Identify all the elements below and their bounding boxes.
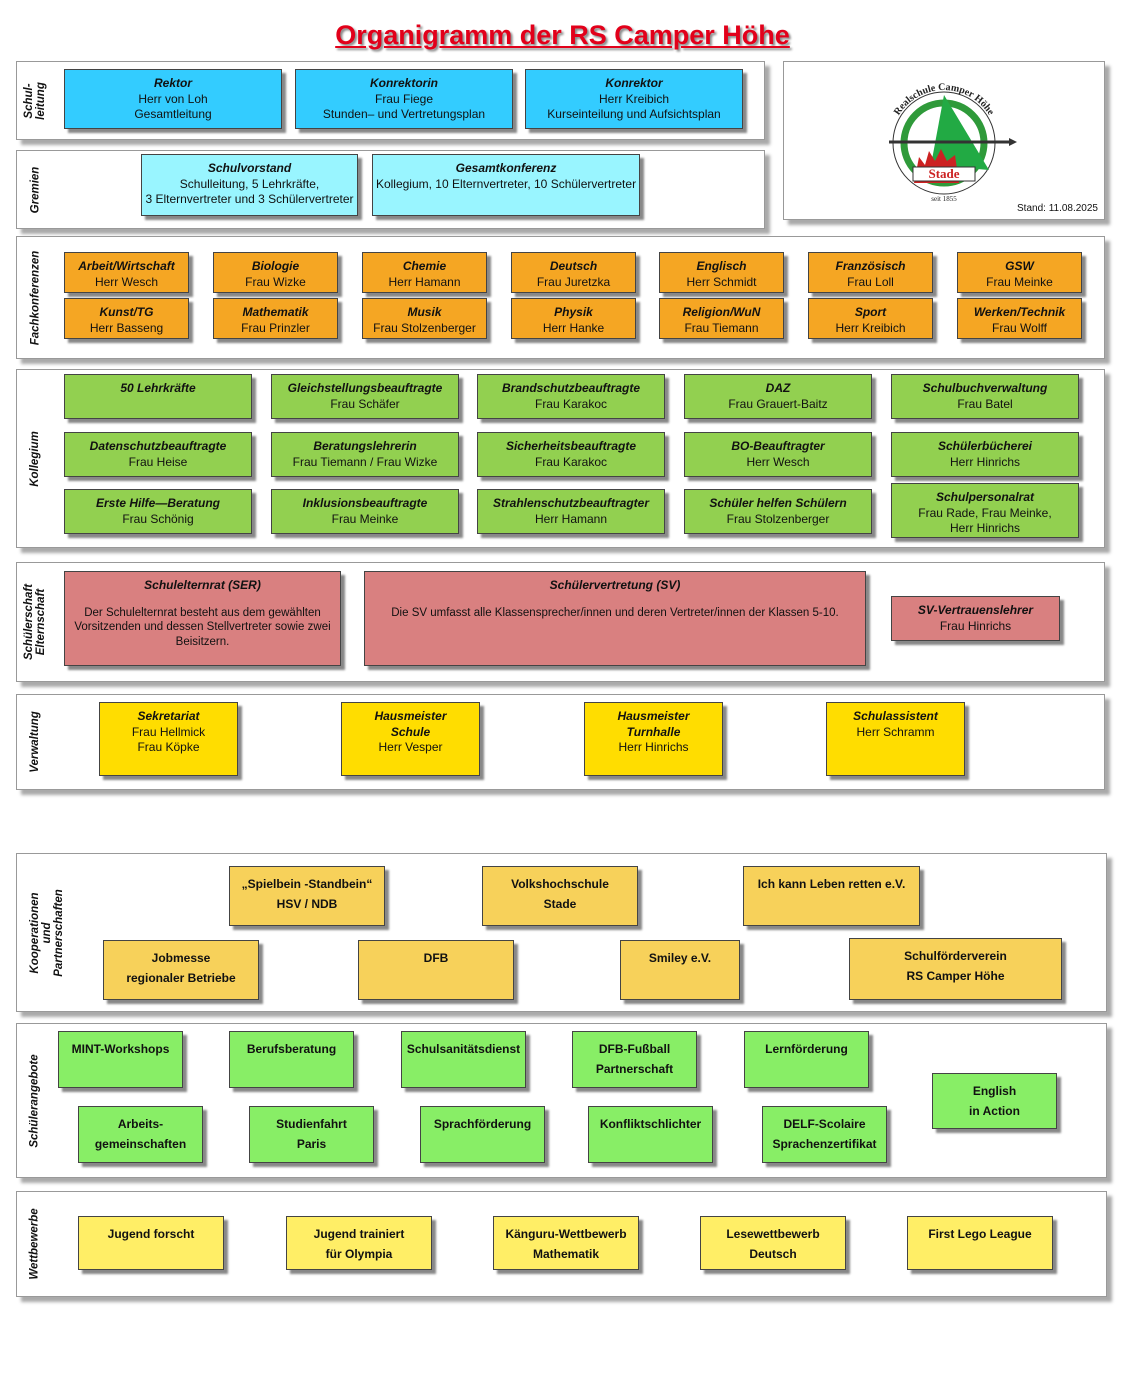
box-schulelternrat: Schulelternrat (SER)Der Schulelternrat b… bbox=[64, 571, 341, 666]
school-logo: Stade Realschule Camper Höhe seit 1855 bbox=[889, 82, 1017, 203]
section-label: Wettbewerbe bbox=[29, 1208, 42, 1280]
kollegium-box: 50 Lehrkräfte bbox=[64, 374, 252, 419]
angebot-box: English in Action bbox=[932, 1073, 1057, 1129]
stand-date: Stand: 11.08.2025 bbox=[1017, 203, 1098, 214]
kooperation-box: Ich kann Leben retten e.V. bbox=[743, 866, 920, 926]
section-label: Fachkonferenzen bbox=[29, 250, 42, 345]
section-label: Gremien bbox=[29, 166, 42, 213]
section-label: Verwaltung bbox=[29, 711, 41, 773]
kooperation-box: DFB bbox=[358, 940, 514, 1000]
angebot-box: DFB-Fußball Partnerschaft bbox=[572, 1031, 697, 1088]
angebot-box: Sprachförderung bbox=[420, 1106, 545, 1163]
section-label: Kooperationen und Partnerschaften bbox=[29, 888, 65, 977]
angebot-box: DELF-Scolaire Sprachenzertifikat bbox=[762, 1106, 887, 1163]
section-label: Schülerangebote bbox=[29, 1053, 41, 1148]
angebot-box: Lernförderung bbox=[744, 1031, 869, 1088]
wettbewerb-box: Lesewettbewerb Deutsch bbox=[700, 1216, 846, 1270]
kooperation-box: Jobmesse regionaler Betriebe bbox=[103, 940, 259, 1000]
kooperation-box: Schulförderverein RS Camper Höhe bbox=[849, 938, 1062, 1000]
logo-panel: Stade Realschule Camper Höhe seit 1855 S… bbox=[783, 61, 1105, 220]
section-label: Kollegium bbox=[29, 430, 41, 487]
svg-text:seit 1855: seit 1855 bbox=[931, 195, 957, 203]
angebot-box: Schulsanitätsdienst bbox=[401, 1031, 526, 1088]
angebot-box: Studienfahrt Paris bbox=[249, 1106, 374, 1163]
wettbewerb-box: Jugend trainiert für Olympia bbox=[286, 1216, 432, 1270]
kooperation-box: Smiley e.V. bbox=[620, 940, 740, 1000]
section-label: Schülerschaft Elternschaft bbox=[23, 583, 47, 661]
angebot-box: Konfliktschlichter bbox=[588, 1106, 713, 1163]
angebot-box: MINT-Workshops bbox=[58, 1031, 183, 1088]
angebot-box: Arbeits- gemeinschaften bbox=[78, 1106, 203, 1163]
box-schuelervertretung: Schülervertretung (SV)Die SV umfasst all… bbox=[364, 571, 866, 666]
wettbewerb-box: Känguru-Wettbewerb Mathematik bbox=[493, 1216, 639, 1270]
section-label: Schul- leitung bbox=[23, 81, 48, 120]
wettbewerb-box: Jugend forscht bbox=[78, 1216, 224, 1270]
svg-text:Stade: Stade bbox=[928, 166, 959, 181]
angebot-box: Berufsberatung bbox=[229, 1031, 354, 1088]
page-title: Organigramm der RS Camper Höhe bbox=[335, 20, 790, 50]
wettbewerb-box: First Lego League bbox=[907, 1216, 1053, 1270]
kooperation-box: „Spielbein -Standbein“ HSV / NDB bbox=[229, 866, 385, 926]
kooperation-box: Volkshochschule Stade bbox=[482, 866, 638, 926]
